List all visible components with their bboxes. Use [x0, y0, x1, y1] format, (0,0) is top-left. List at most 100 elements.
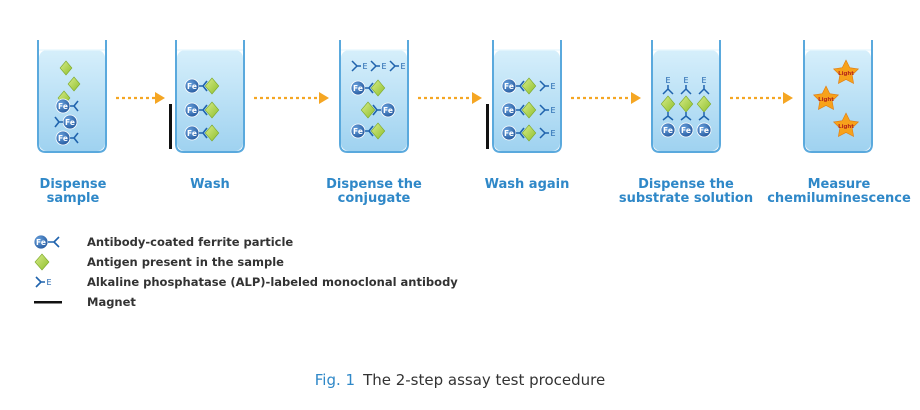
enzyme-label: E: [550, 129, 555, 138]
antigen: [204, 101, 220, 119]
legend-text-alp-antibody: Alkaline phosphatase (ALP)-labeled monoc…: [87, 275, 458, 289]
enzyme-label: E: [381, 62, 386, 71]
arrow-head-icon: [472, 92, 482, 104]
alp-antibody: [698, 85, 710, 95]
ferrite-label: Fe: [65, 118, 75, 127]
ferrite-label: Fe: [187, 82, 197, 91]
light-label: Light: [818, 97, 834, 103]
step-label-dispense-sample: Dispense sample: [39, 177, 107, 206]
beaker-outline: [175, 40, 245, 153]
legend-text-magnet: Magnet: [87, 295, 136, 309]
antigen: [59, 60, 73, 76]
antigen: [204, 77, 220, 95]
alp-antibody: [680, 85, 692, 95]
antigen: [204, 124, 220, 142]
enzyme-label: E: [683, 76, 688, 85]
arrow-head-icon: [631, 92, 641, 104]
capture-antibody: [70, 100, 79, 112]
ferrite-label: Fe: [504, 82, 514, 91]
ferrite-label: Fe: [36, 238, 46, 247]
ferrite-particle: [660, 122, 676, 138]
liquid: [177, 50, 243, 151]
ferrite-label: Fe: [187, 129, 197, 138]
liquid: [805, 50, 871, 151]
liquid: [494, 50, 560, 151]
alp-antibody: [539, 80, 549, 92]
arrow-head-icon: [155, 92, 165, 104]
figure-number: Fig. 1: [314, 371, 356, 389]
liquid: [341, 50, 407, 151]
ferrite-particle-icon: Fe: [33, 234, 60, 250]
capture-antibody: [698, 112, 710, 121]
ferrite-label: Fe: [58, 102, 68, 111]
step-label-measure-chemiluminescence: Measure chemiluminescence: [767, 177, 911, 206]
alp-antibody: [539, 104, 549, 116]
legend-text-antigen: Antigen present in the sample: [87, 255, 284, 269]
antigen: [370, 122, 386, 140]
step-label-dispense-conjugate: Dispense the conjugate: [326, 177, 422, 206]
enzyme-label: E: [46, 278, 51, 287]
legend-text-ferrite: Antibody-coated ferrite particle: [87, 235, 294, 249]
ferrite-label: Fe: [383, 106, 393, 115]
antigen: [521, 124, 537, 142]
ferrite-label: Fe: [699, 126, 709, 135]
capture-antibody: [680, 112, 692, 121]
ferrite-label: Fe: [663, 126, 673, 135]
arrow-head-icon: [319, 92, 329, 104]
step-label-wash: Wash: [190, 177, 230, 192]
light-label: Light: [838, 71, 854, 77]
figure-title: The 2-step assay test procedure: [363, 371, 606, 389]
capture-antibody: [199, 127, 208, 139]
alp-antibody: [351, 60, 361, 72]
step-label-wash-again: Wash again: [484, 177, 570, 192]
alp-antibody: [539, 127, 549, 139]
alp-antibody: [389, 60, 399, 72]
capture-antibody: [516, 104, 525, 116]
capture-antibody: [365, 125, 374, 137]
capture-antibody: [199, 104, 208, 116]
capture-antibody: [365, 82, 374, 94]
capture-antibody: [516, 80, 525, 92]
ferrite-particle: [678, 122, 694, 138]
enzyme-label: E: [550, 82, 555, 91]
capture-antibody: [372, 104, 381, 116]
liquid: [39, 50, 105, 151]
arrow-head-icon: [783, 92, 793, 104]
alp-antibody-icon: E: [35, 276, 52, 288]
enzyme-label: E: [550, 106, 555, 115]
light-star-icon: [812, 85, 840, 111]
antigen: [521, 101, 537, 119]
magnet: [486, 104, 489, 149]
capture-antibody: [199, 80, 208, 92]
ferrite-label: Fe: [681, 126, 691, 135]
magnet: [169, 104, 172, 149]
ferrite-label: Fe: [58, 134, 68, 143]
antigen: [370, 79, 386, 97]
antigen: [360, 101, 376, 119]
ferrite-label: Fe: [187, 106, 197, 115]
beaker-outline: [803, 40, 873, 153]
magnet-icon: [34, 301, 62, 304]
ferrite-label: Fe: [353, 127, 363, 136]
capture-antibody: [54, 116, 63, 128]
alp-antibody: [370, 60, 380, 72]
light-star-icon: [832, 112, 860, 138]
ferrite-label: Fe: [353, 84, 363, 93]
beaker-outline: [651, 40, 721, 153]
enzyme-label: E: [701, 76, 706, 85]
capture-antibody: [662, 112, 674, 121]
capture-antibody: [70, 132, 79, 144]
beaker-outline: [339, 40, 409, 153]
ferrite-label: Fe: [504, 129, 514, 138]
step-label-dispense-substrate: Dispense the substrate solution: [618, 177, 754, 206]
ferrite-particle: [696, 122, 712, 138]
light-label: Light: [838, 124, 854, 130]
ferrite-label: Fe: [504, 106, 514, 115]
alp-antibody: [662, 85, 674, 95]
